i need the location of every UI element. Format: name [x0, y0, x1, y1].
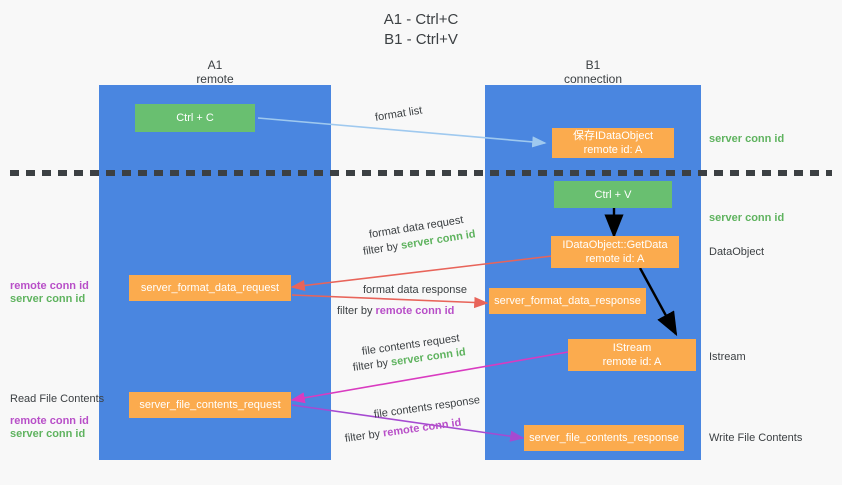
annotation-write-file-contents: Write File Contents: [709, 432, 803, 444]
annotation-istream: Istream: [709, 351, 746, 363]
lane-header-b1: B1 connection: [563, 58, 623, 86]
annotation-server-conn-id-1: server conn id: [10, 293, 86, 305]
edge-label-file-contents-response: file contents response: [373, 394, 481, 421]
node-server-file-contents-request[interactable]: server_file_contents_request: [129, 392, 291, 418]
filter-value-remote-conn-id: remote conn id: [382, 416, 463, 440]
edge-label-format-data-response-filter: filter by remote conn id: [337, 304, 454, 318]
annotation-server-conn-id-2: server conn id: [10, 428, 86, 440]
node-server-format-data-request[interactable]: server_format_data_request: [129, 275, 291, 301]
node-idataobject-getdata[interactable]: IDataObject::GetData remote id: A: [551, 236, 679, 268]
node-save-idataobject[interactable]: 保存IDataObject remote id: A: [552, 128, 674, 158]
page-title: A1 - Ctrl+C B1 - Ctrl+V: [383, 11, 459, 48]
annotation-remote-conn-id-1: remote conn id: [10, 280, 89, 292]
node-istream[interactable]: IStream remote id: A: [568, 339, 696, 371]
annotation-server-conn-id-top: server conn id: [709, 133, 785, 145]
lane-header-a1: A1 remote: [196, 58, 234, 86]
node-ctrl-v[interactable]: Ctrl + V: [554, 181, 672, 208]
annotation-server-conn-id-mid: server conn id: [709, 212, 785, 224]
annotation-read-file-contents: Read File Contents: [10, 393, 105, 405]
filter-prefix: filter by: [352, 356, 392, 374]
edge-label-format-list: format list: [374, 104, 424, 124]
filter-prefix: filter by: [337, 305, 376, 317]
node-server-format-data-response[interactable]: server_format_data_response: [489, 288, 646, 314]
node-ctrl-c[interactable]: Ctrl + C: [135, 104, 255, 132]
annotation-dataobject: DataObject: [709, 246, 765, 258]
node-server-file-contents-response[interactable]: server_file_contents_response: [524, 425, 684, 451]
phase-separator-dashed-line: [10, 170, 832, 176]
edge-label-format-data-response: format data response: [363, 284, 467, 296]
edge-label-file-contents-response-filter: filter by remote conn id: [344, 416, 462, 446]
annotation-remote-conn-id-2: remote conn id: [10, 415, 89, 427]
filter-prefix: filter by: [362, 239, 403, 258]
filter-prefix: filter by: [344, 427, 384, 445]
filter-value-remote-conn-id: remote conn id: [375, 305, 455, 317]
